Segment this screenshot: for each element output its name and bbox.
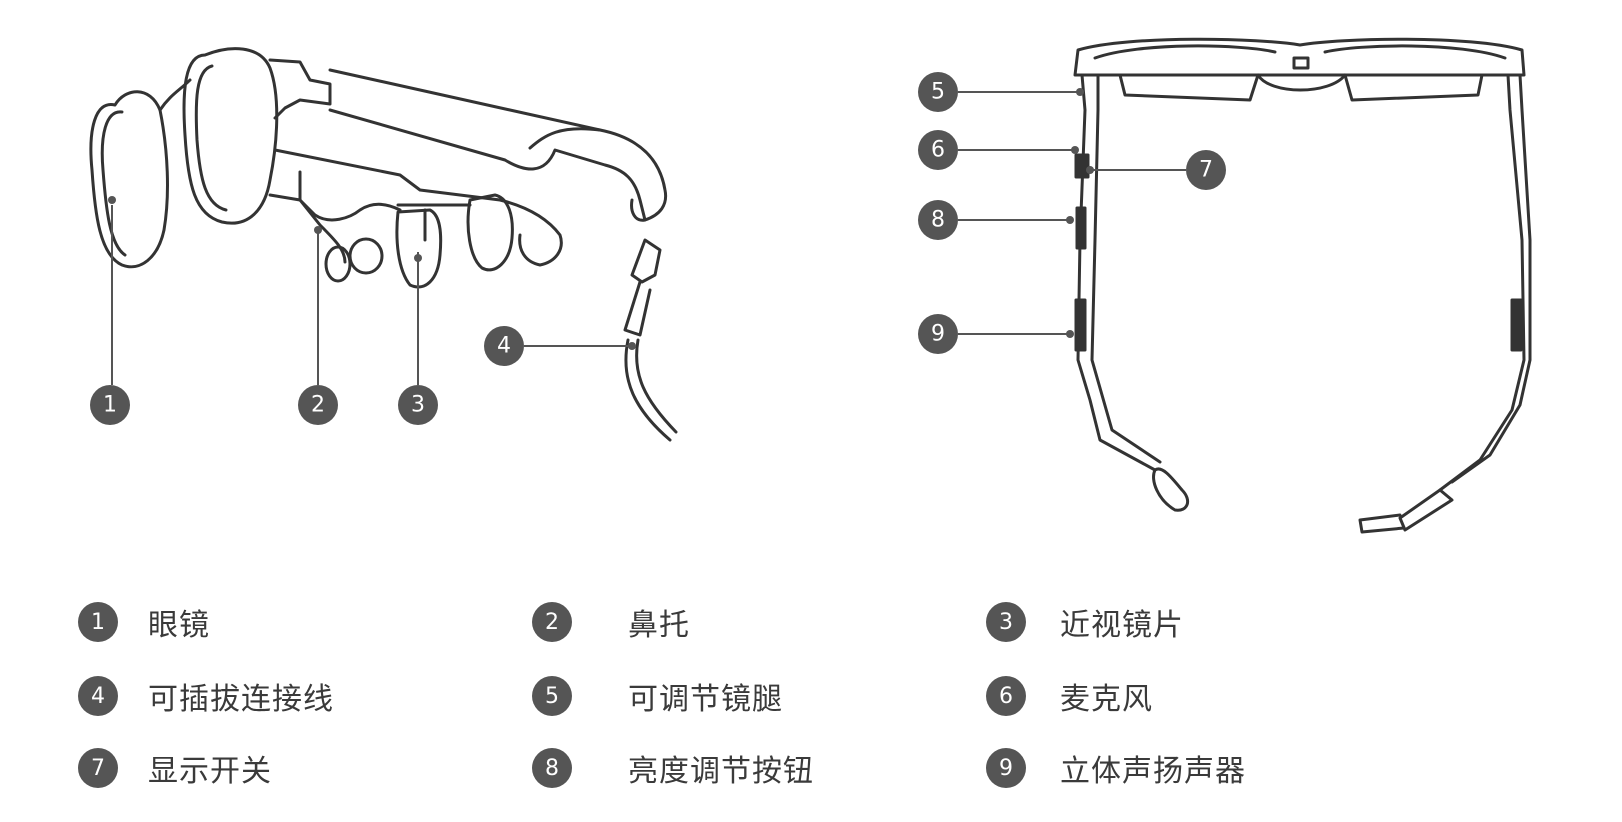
callout-5: 5	[918, 72, 958, 112]
legend-badge: 3	[986, 602, 1026, 642]
glasses-diagram: 1 2 3 4 5 6 7 8 9	[89, 37, 1532, 534]
svg-text:2: 2	[311, 393, 325, 418]
svg-text:6: 6	[931, 138, 945, 163]
legend-badge: 6	[986, 676, 1026, 716]
legend-item: 8 亮度调节按钮	[532, 746, 814, 790]
legend-label: 可插拔连接线	[148, 682, 334, 717]
top-view-glasses	[1073, 37, 1532, 534]
legend-label: 可调节镜腿	[628, 682, 783, 717]
svg-text:3: 3	[411, 393, 425, 418]
callout-lines	[111, 91, 1186, 385]
legend-label: 立体声扬声器	[1060, 754, 1246, 789]
legend-label: 亮度调节按钮	[628, 754, 814, 789]
legend-badge: 8	[532, 748, 572, 788]
svg-text:1: 1	[103, 393, 117, 418]
callout-2: 2	[298, 385, 338, 425]
callout-9: 9	[918, 314, 958, 354]
svg-text:5: 5	[931, 80, 945, 105]
legend-label: 眼镜	[148, 608, 210, 643]
legend-badge: 9	[986, 748, 1026, 788]
legend-item: 3 近视镜片	[986, 600, 1184, 644]
legend-item: 7 显示开关	[78, 746, 272, 790]
svg-text:7: 7	[1199, 158, 1213, 183]
svg-text:8: 8	[931, 208, 945, 233]
legend-label: 麦克风	[1060, 682, 1153, 717]
legend-badge: 7	[78, 748, 118, 788]
legend-label: 显示开关	[148, 754, 272, 789]
legend-item: 6 麦克风	[986, 674, 1153, 718]
legend-badge: 5	[532, 676, 572, 716]
legend-item: 9 立体声扬声器	[986, 746, 1246, 790]
legend-badge: 4	[78, 676, 118, 716]
legend: 1 眼镜 2 鼻托 3 近视镜片 4 可插拔连接线 5 可调节镜腿 6 麦克风 …	[0, 602, 1622, 822]
callout-7: 7	[1186, 150, 1226, 190]
callout-1: 1	[90, 385, 130, 425]
svg-text:4: 4	[497, 334, 511, 359]
callout-4: 4	[484, 326, 524, 366]
legend-item: 2 鼻托	[532, 600, 690, 644]
legend-label: 近视镜片	[1060, 608, 1184, 643]
legend-item: 5 可调节镜腿	[532, 674, 783, 718]
callout-6: 6	[918, 130, 958, 170]
svg-text:9: 9	[931, 322, 945, 347]
callout-dots	[108, 88, 1094, 350]
callout-8: 8	[918, 200, 958, 240]
callout-3: 3	[398, 385, 438, 425]
side-view-glasses	[89, 47, 678, 442]
legend-item: 4 可插拔连接线	[78, 674, 334, 718]
legend-item: 1 眼镜	[78, 600, 210, 644]
legend-badge: 1	[78, 602, 118, 642]
legend-label: 鼻托	[628, 608, 690, 643]
legend-badge: 2	[532, 602, 572, 642]
